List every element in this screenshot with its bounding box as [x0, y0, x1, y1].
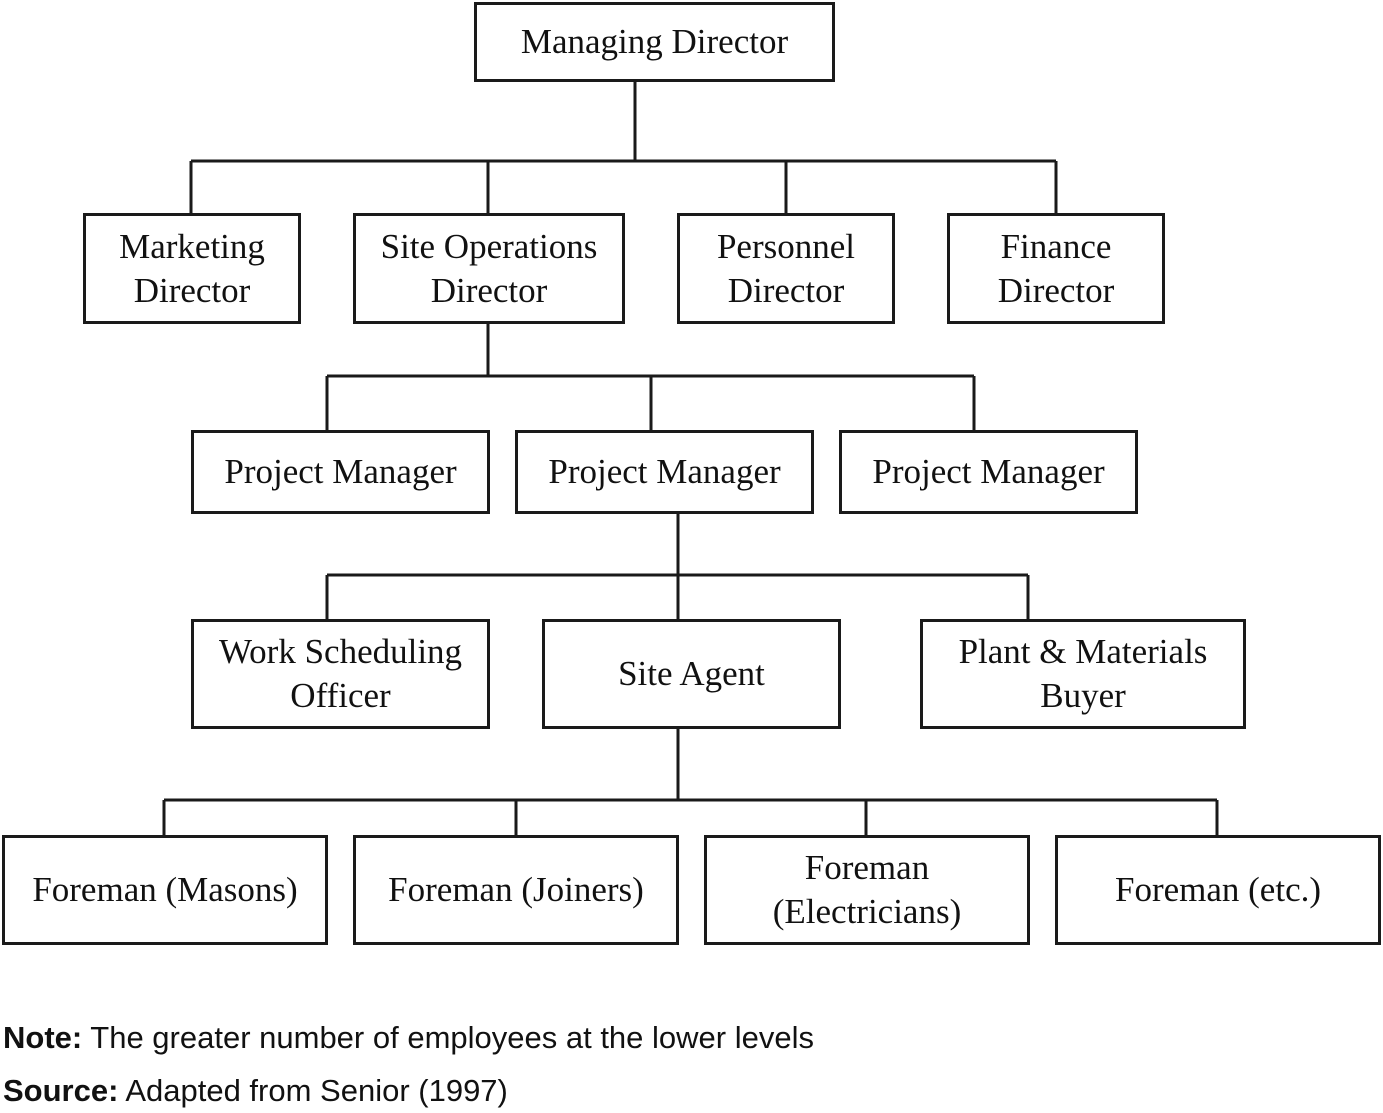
node-project-manager-2: Project Manager — [515, 430, 814, 514]
node-foreman-etc: Foreman (etc.) — [1055, 835, 1381, 945]
footer-source: Source: Adapted from Senior (1997) — [3, 1073, 508, 1109]
node-marketing-director: Marketing Director — [83, 213, 301, 324]
node-plant-materials-buyer: Plant & Materials Buyer — [920, 619, 1246, 729]
node-site-agent: Site Agent — [542, 619, 841, 729]
note-label: Note: — [3, 1020, 83, 1055]
node-project-manager-1: Project Manager — [191, 430, 490, 514]
node-foreman-masons: Foreman (Masons) — [2, 835, 328, 945]
node-foreman-joiners: Foreman (Joiners) — [353, 835, 679, 945]
node-managing-director: Managing Director — [474, 2, 835, 82]
node-finance-director: Finance Director — [947, 213, 1165, 324]
node-site-operations-director: Site Operations Director — [353, 213, 625, 324]
source-label: Source: — [3, 1073, 119, 1108]
note-text: The greater number of employees at the l… — [82, 1020, 814, 1055]
node-personnel-director: Personnel Director — [677, 213, 895, 324]
node-project-manager-3: Project Manager — [839, 430, 1138, 514]
node-foreman-electricians: Foreman (Electricians) — [704, 835, 1030, 945]
footer-note: Note: The greater number of employees at… — [3, 1020, 814, 1056]
node-work-scheduling-officer: Work Scheduling Officer — [191, 619, 490, 729]
source-text: Adapted from Senior (1997) — [118, 1073, 508, 1108]
